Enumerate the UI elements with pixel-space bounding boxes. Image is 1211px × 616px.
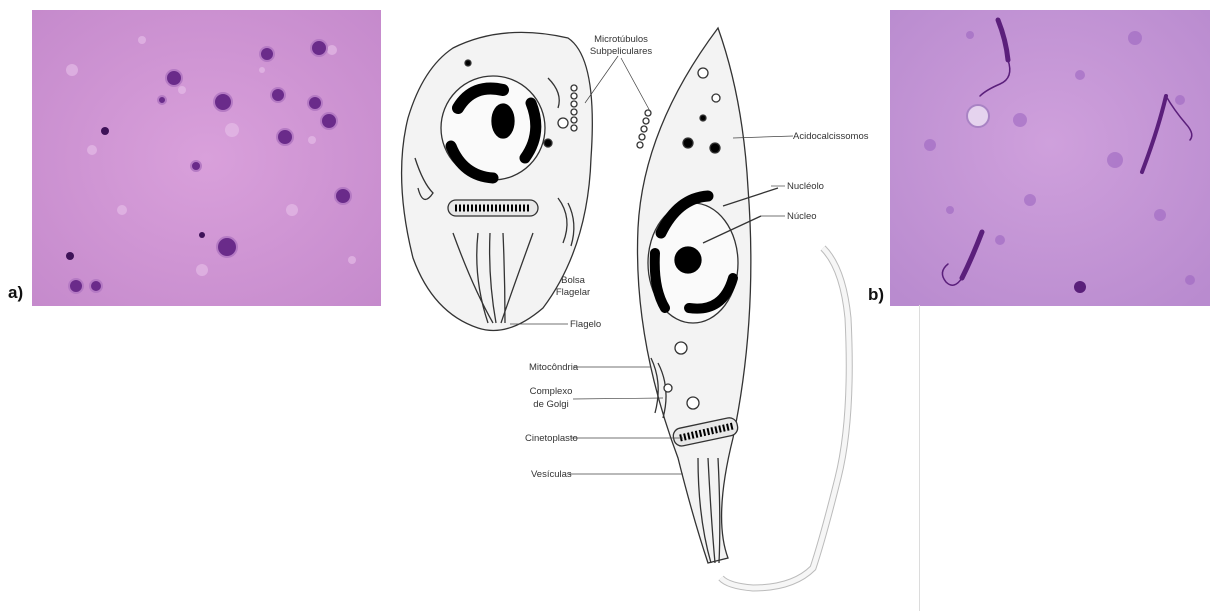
- label-microtubulos: Microtúbulos: [594, 34, 648, 45]
- micrograph-amastigotes: [32, 10, 381, 306]
- divider-line: [919, 305, 920, 611]
- label-vesiculas: Vesículas: [531, 469, 572, 480]
- label-flagelar: Flagelar: [556, 287, 590, 298]
- label-nucleo: Núcleo: [787, 211, 817, 222]
- label-mitocondria: Mitocôndria: [529, 362, 579, 373]
- micrograph-trypomastigotes: [890, 10, 1210, 306]
- label-complexo: Complexo: [530, 386, 573, 397]
- cell-structure-diagram: Microtúbulos Subpeliculares Acidocalciss…: [393, 18, 873, 616]
- panel-a-label: a): [8, 283, 23, 303]
- label-flagelo: Flagelo: [570, 319, 601, 330]
- label-subpeliculares: Subpeliculares: [590, 46, 653, 57]
- label-cinetoplasto: Cinetoplasto: [525, 433, 578, 444]
- label-nucleolo: Nucléolo: [787, 181, 824, 192]
- trypomastigote-diagram: [637, 28, 849, 588]
- label-bolsa: Bolsa: [561, 275, 585, 286]
- label-acidocalcissomos: Acidocalcissomos: [793, 131, 869, 142]
- label-de-golgi: de Golgi: [533, 399, 568, 410]
